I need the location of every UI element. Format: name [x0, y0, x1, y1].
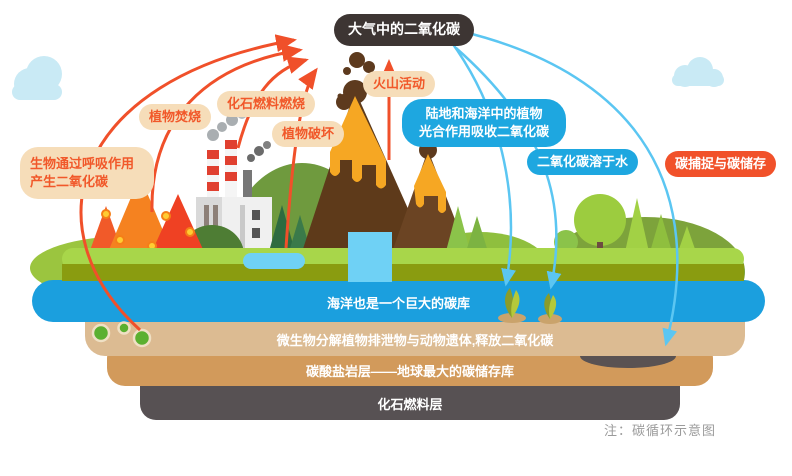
ocean-layer — [32, 280, 765, 322]
chimney-icon — [207, 140, 252, 210]
fossil-fuel-burning-label: 化石燃料燃烧 — [217, 91, 316, 118]
cloud-icon — [672, 57, 724, 87]
seaweed-icon — [498, 288, 562, 324]
plant-destruction-label: 植物破坏 — [272, 121, 345, 148]
land-band-dark — [62, 264, 744, 281]
river — [348, 232, 392, 282]
respiration-label: 生物通过呼吸作用 产生二氧化碳 — [20, 147, 154, 200]
fossil-fuel-layer-label: 化石燃料层 — [377, 397, 443, 412]
ocean-layer-label: 海洋也是一个巨大的碳库 — [326, 296, 470, 311]
carbon-capture-label: 碳捕捉与碳储存 — [665, 151, 777, 178]
pond — [243, 253, 305, 269]
carbonate-layer-label: 碳酸盐岩层——地球最大的碳储存库 — [305, 364, 514, 379]
burning-trees-illustration — [88, 176, 206, 256]
plant-burning-label: 植物焚烧 — [139, 104, 212, 131]
photosynthesis-label: 陆地和海洋中的植物 光合作用吸收二氧化碳 — [402, 99, 566, 148]
cloud-icon — [12, 56, 62, 100]
microbes-icon — [91, 321, 152, 348]
atmosphere-co2-badge: 大气中的二氧化碳 — [334, 14, 474, 46]
sediment-layer-label: 微生物分解植物排泄物与动物遗体,释放二氧化碳 — [276, 333, 554, 348]
co2-dissolves-label: 二氧化碳溶于水 — [527, 149, 639, 176]
diagram-note: 注：碳循环示意图 — [604, 423, 717, 438]
volcano-illustration — [300, 52, 470, 258]
volcano-activity-label: 火山活动 — [363, 71, 436, 98]
